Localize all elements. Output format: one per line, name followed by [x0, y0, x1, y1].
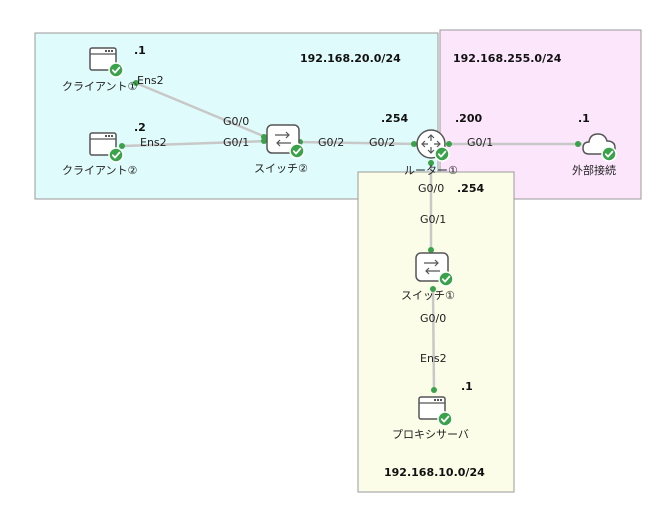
- client2-label: クライアント②: [62, 164, 138, 177]
- router-address-net255: .200: [455, 112, 482, 125]
- switch2-label: スイッチ②: [254, 162, 308, 175]
- port-dot: [446, 141, 452, 147]
- router-port-g00: G0/0: [418, 182, 444, 195]
- port-dot: [431, 387, 437, 393]
- switch1-label: スイッチ①: [401, 289, 455, 302]
- link-switch2-router[interactable]: [297, 140, 419, 146]
- link-client2-switch2[interactable]: [121, 139, 269, 148]
- port-dot: [430, 286, 436, 292]
- switch2-switch-icon[interactable]: [266, 124, 305, 159]
- router-address-net10: .254: [457, 182, 484, 195]
- router-port-g02: G0/2: [369, 136, 395, 149]
- port-dot: [119, 143, 125, 149]
- zone-192-168-10: [357, 171, 515, 493]
- network-label-10: 192.168.10.0/24: [384, 466, 485, 479]
- external-label: 外部接続: [572, 163, 616, 177]
- client2-server-icon[interactable]: [89, 132, 124, 163]
- switch2-port-g00: G0/0: [223, 115, 249, 128]
- switch1-port-g00: G0/0: [420, 312, 446, 325]
- proxy-server-icon[interactable]: [418, 396, 453, 427]
- network-label-20: 192.168.20.0/24: [300, 52, 401, 65]
- proxy-label: プロキシサーバ: [392, 428, 469, 441]
- proxy-address: .1: [461, 380, 473, 393]
- client1-label: クライアント①: [62, 80, 138, 93]
- network-label-255: 192.168.255.0/24: [453, 52, 562, 65]
- client2-port-ens2: Ens2: [140, 136, 167, 149]
- client2-address: .2: [134, 121, 146, 134]
- external-cloud-icon[interactable]: [582, 133, 617, 162]
- router-address-net20: .254: [381, 112, 408, 125]
- router-port-g01: G0/1: [467, 136, 493, 149]
- zone-192-168-255: [439, 29, 642, 200]
- port-dot: [428, 247, 434, 253]
- link-client1-switch2[interactable]: [135, 81, 269, 140]
- router1-label: ルーター①: [404, 164, 458, 177]
- port-dot: [428, 160, 434, 166]
- external-address: .1: [578, 112, 590, 125]
- switch1-switch-icon[interactable]: [415, 252, 454, 287]
- port-dot: [411, 141, 417, 147]
- switch2-port-g02: G0/2: [318, 136, 344, 149]
- switch2-port-g01: G0/1: [223, 136, 249, 149]
- client1-port-ens2: Ens2: [137, 74, 164, 87]
- proxy-port-ens2: Ens2: [420, 352, 447, 365]
- port-dot: [133, 80, 139, 86]
- switch1-port-g01: G0/1: [420, 213, 446, 226]
- port-dot: [261, 138, 267, 144]
- router1-router-icon[interactable]: [416, 129, 450, 162]
- port-dot: [575, 141, 581, 147]
- client1-server-icon[interactable]: [89, 47, 124, 78]
- client1-address: .1: [134, 44, 146, 57]
- link-switch1-proxy[interactable]: [431, 287, 436, 393]
